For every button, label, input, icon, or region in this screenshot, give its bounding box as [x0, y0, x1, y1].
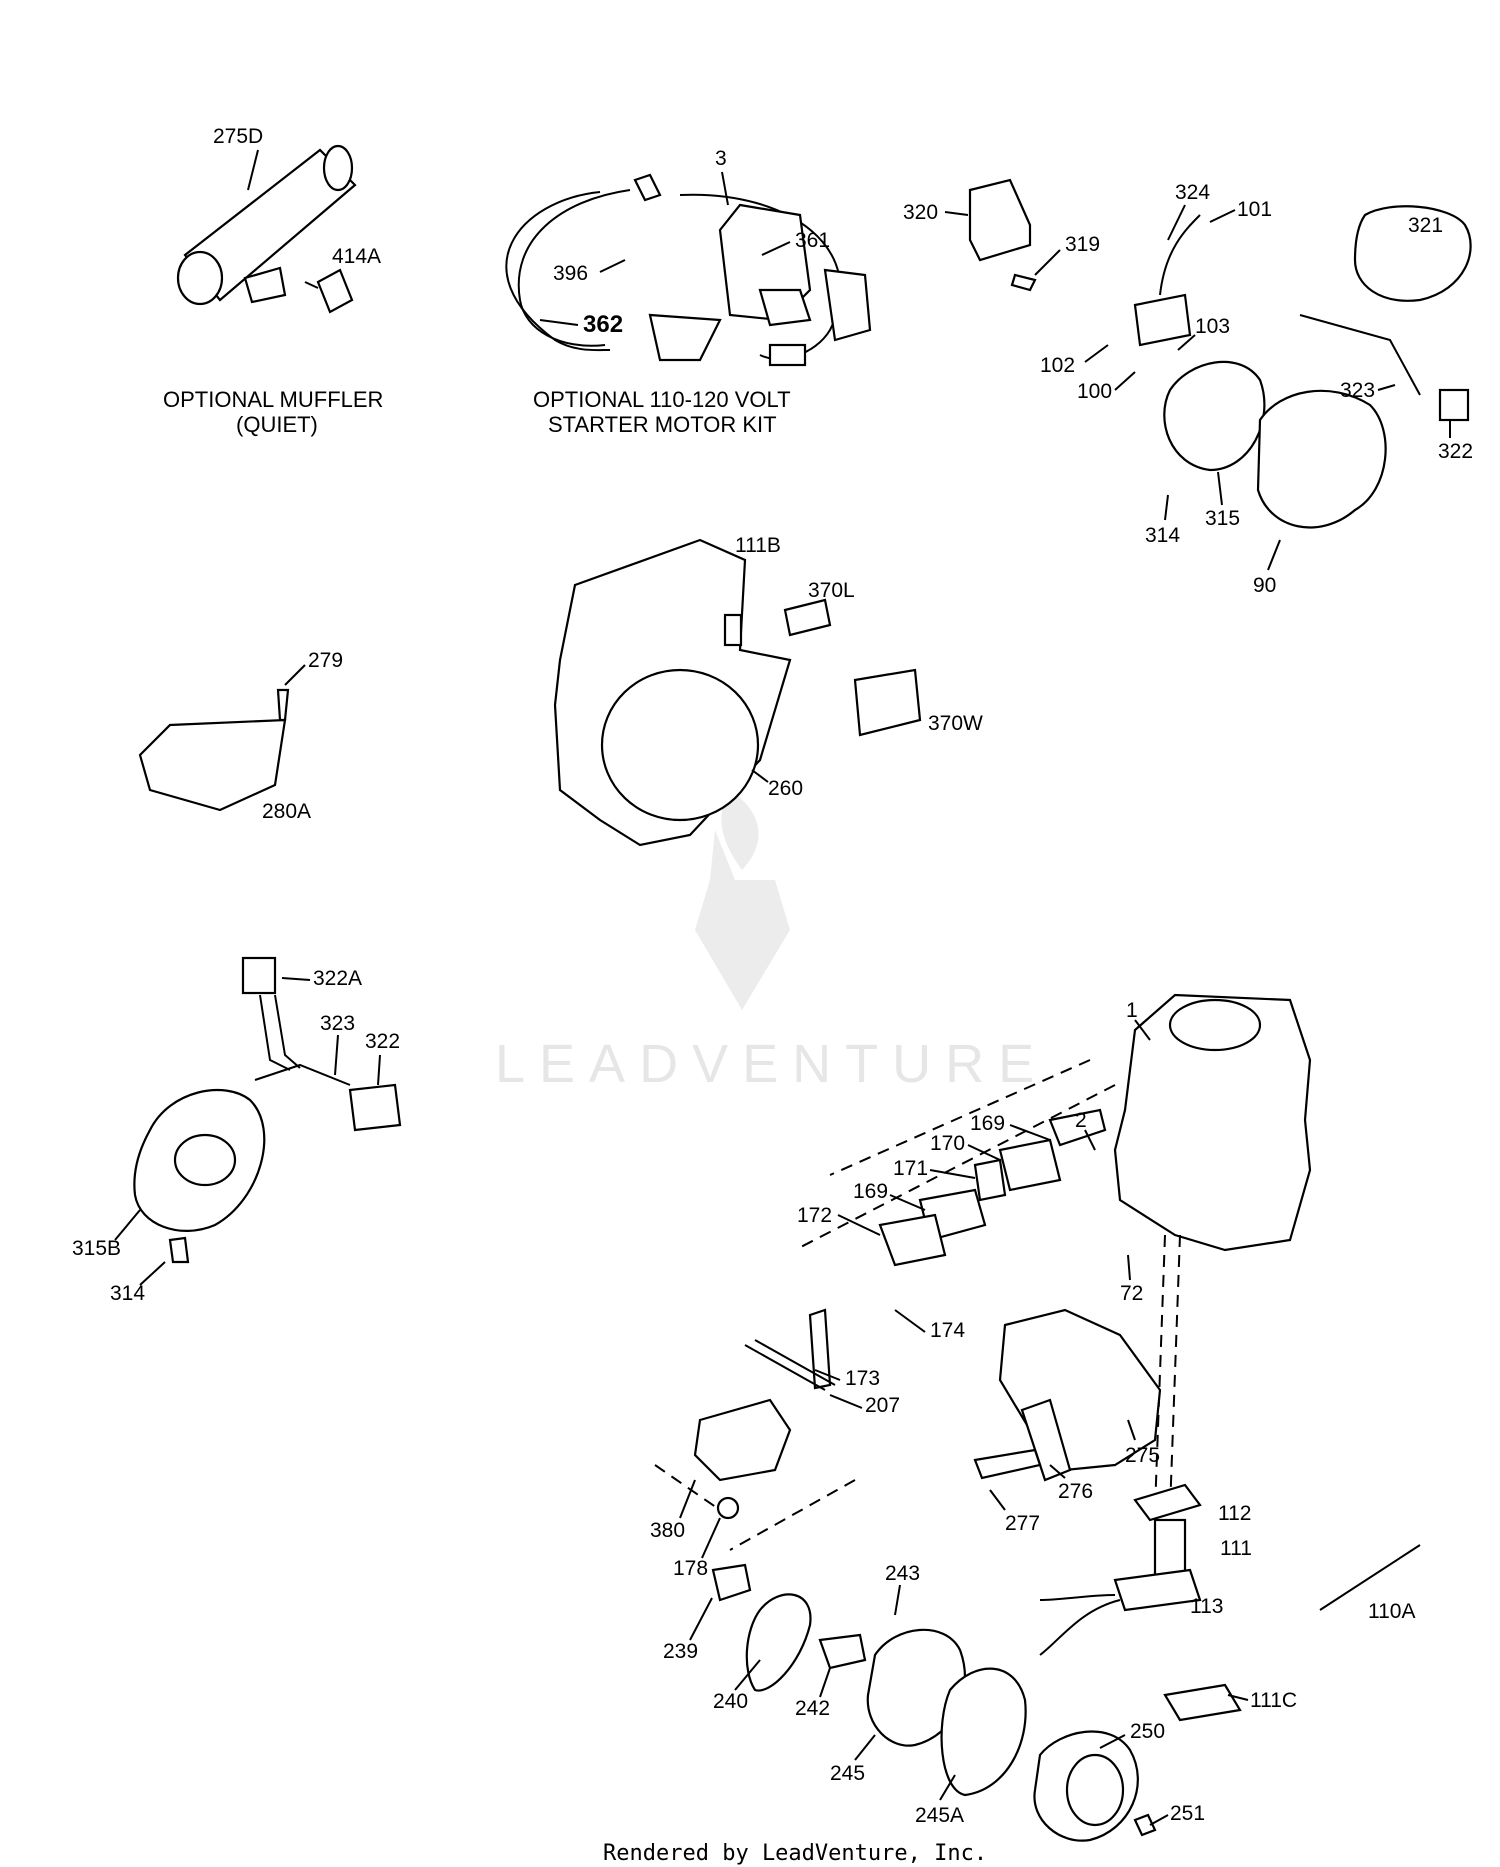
callout-169: 169	[970, 1112, 1005, 1135]
callout-207: 207	[865, 1394, 900, 1417]
callout-321: 321	[1408, 214, 1443, 237]
watermark-text: LEADVENTURE	[495, 1034, 1048, 1094]
callout-112: 112	[1218, 1502, 1251, 1525]
callout-245A: 245A	[915, 1804, 964, 1827]
callout-251: 251	[1170, 1802, 1205, 1825]
muffler-275	[973, 1308, 1162, 1482]
footer-credit: Rendered by LeadVenture, Inc.	[603, 1841, 987, 1866]
callout-260: 260	[768, 777, 803, 800]
primer-group	[1039, 1483, 1421, 1722]
muffler-275D	[176, 144, 357, 314]
starter-caption-line1: OPTIONAL 110-120 VOLT	[533, 387, 791, 412]
callout-103: 103	[1195, 315, 1230, 338]
callout-324: 324	[1175, 181, 1210, 204]
callout-169: 169	[853, 1180, 888, 1203]
muffler-caption-line2: (QUIET)	[236, 412, 318, 437]
callout-1: 1	[1126, 999, 1138, 1022]
watermark: LEADVENTURE	[495, 790, 1048, 1094]
callout-314: 314	[1145, 524, 1180, 547]
callout-174: 174	[930, 1319, 965, 1342]
callout-323: 323	[1340, 379, 1375, 402]
callout-322: 322	[1438, 440, 1473, 463]
callout-242: 242	[795, 1697, 830, 1720]
callout-250: 250	[1130, 1720, 1165, 1743]
ignition-group	[968, 178, 1472, 529]
callout-319: 319	[1065, 233, 1100, 256]
callout-111: 111	[1220, 1537, 1252, 1560]
callout-240: 240	[713, 1690, 748, 1713]
callout-170: 170	[930, 1132, 965, 1155]
callout-320: 320	[903, 201, 938, 224]
callout-361: 361	[795, 229, 830, 252]
callout-102: 102	[1040, 354, 1075, 377]
callout-280A: 280A	[262, 800, 311, 823]
callout-322A: 322A	[313, 967, 362, 990]
blower-housing	[553, 538, 922, 847]
callout-111C: 111C	[1250, 1689, 1297, 1712]
starter-motor-kit	[505, 173, 872, 367]
callout-370W: 370W	[928, 712, 983, 735]
air-filter-group	[711, 1563, 1157, 1842]
callout-172: 172	[797, 1204, 832, 1227]
callout-178: 178	[673, 1557, 708, 1580]
starter-caption-line2: STARTER MOTOR KIT	[548, 412, 777, 437]
callout-243: 243	[885, 1562, 920, 1585]
callout-245: 245	[830, 1762, 865, 1785]
guard-280A	[138, 688, 290, 812]
callout-113: 113	[1190, 1595, 1223, 1618]
callout-279: 279	[308, 649, 343, 672]
callout-171: 171	[893, 1157, 928, 1180]
callout-72: 72	[1120, 1282, 1143, 1305]
callout-100: 100	[1077, 380, 1112, 403]
carburetor-group	[654, 1308, 856, 1551]
callout-380: 380	[650, 1519, 685, 1542]
callout-322: 322	[365, 1030, 400, 1053]
callout-277: 277	[1005, 1512, 1040, 1535]
callout-101: 101	[1237, 198, 1272, 221]
callout-314: 314	[110, 1282, 145, 1305]
callout-3: 3	[715, 147, 727, 170]
callout-323: 323	[320, 1012, 355, 1035]
callout-315B: 315B	[72, 1237, 121, 1260]
callout-239: 239	[663, 1640, 698, 1663]
callout-275: 275	[1125, 1444, 1160, 1467]
callout-414A: 414A	[332, 245, 381, 268]
callout-362: 362	[583, 311, 623, 338]
callout-275D: 275D	[213, 125, 263, 148]
callout-276: 276	[1058, 1480, 1093, 1503]
callout-111B: 111B	[735, 534, 781, 557]
engine-block	[794, 993, 1312, 1511]
stator-315B	[133, 956, 402, 1264]
callout-110A: 110A	[1368, 1600, 1416, 1623]
callout-173: 173	[845, 1367, 880, 1390]
callout-2: 2	[1075, 1109, 1087, 1132]
callout-396: 396	[553, 262, 588, 285]
muffler-caption-line1: OPTIONAL MUFFLER	[163, 387, 383, 412]
callout-315: 315	[1205, 507, 1240, 530]
callout-90: 90	[1253, 574, 1276, 597]
callout-370L: 370L	[808, 579, 855, 602]
